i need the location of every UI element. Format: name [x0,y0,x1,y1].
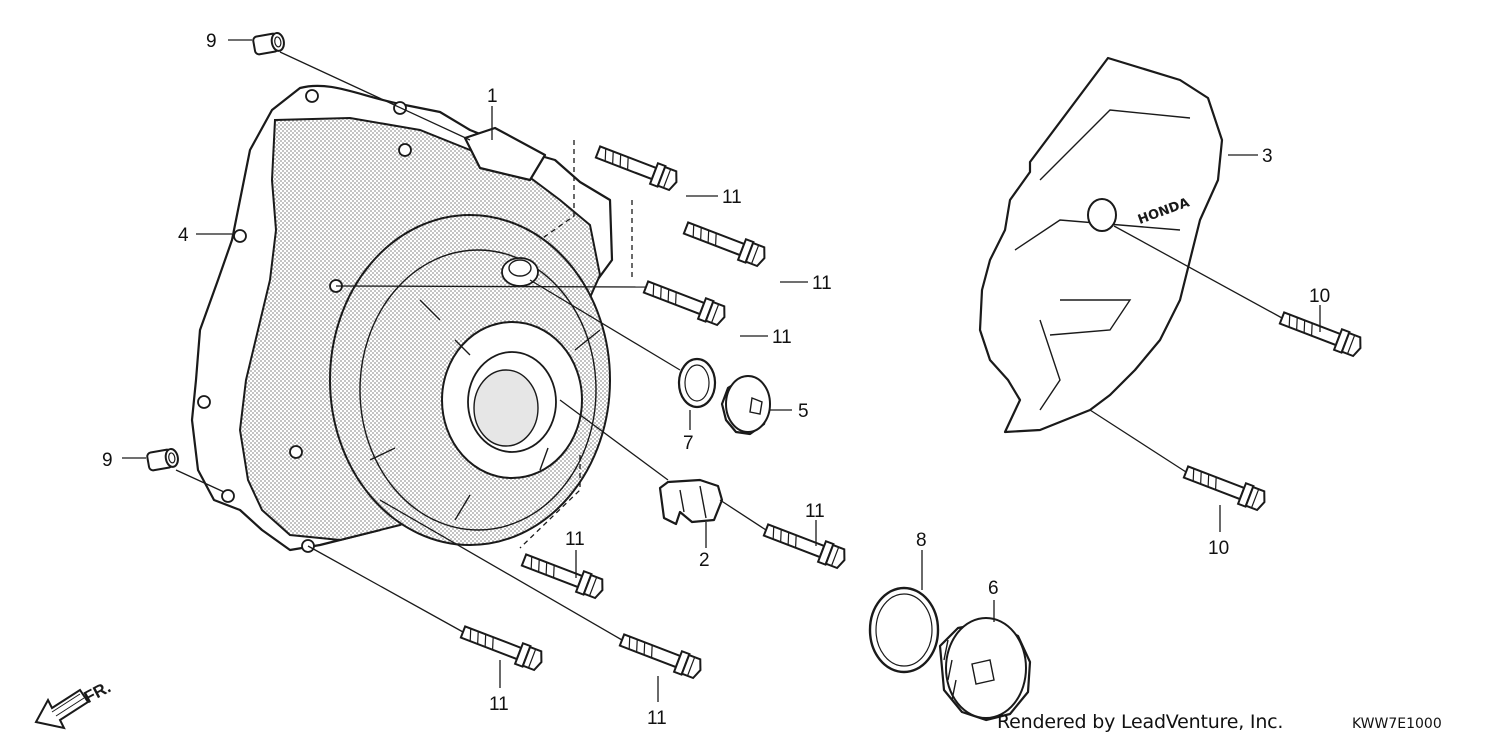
plug-cap-6 [938,617,1032,722]
front-arrow-icon [34,688,90,730]
bolt-11-g [617,628,706,682]
callout-9b: 9 [102,450,113,471]
clamp-2 [658,478,724,526]
callout-4: 4 [178,225,189,246]
bolt-11-e [519,548,608,602]
callout-2: 2 [699,550,710,571]
callout-11g: 11 [647,708,667,729]
callout-5: 5 [798,401,809,422]
bolt-11-b [681,216,770,270]
bolt-11-d [761,518,850,572]
bolt-11-c [641,275,730,329]
bolt-11-a [593,140,682,194]
plug-cap-5 [720,375,771,436]
callout-11b: 11 [812,273,832,294]
callout-1: 1 [487,86,498,107]
callout-3: 3 [1262,146,1273,167]
callout-8: 8 [916,530,927,551]
callout-10b: 10 [1208,538,1229,559]
diagram-code: KWW7E1000 [1352,716,1442,732]
callout-10a: 10 [1309,286,1330,307]
o-ring-7 [677,357,717,409]
callout-6: 6 [988,578,999,599]
sprocket-cover: HONDA [978,56,1224,434]
callout-11d: 11 [805,501,825,522]
front-direction-indicator: FR. [34,677,114,730]
callout-7: 7 [683,433,694,454]
leader-lines [122,39,1321,702]
callout-11a: 11 [722,187,742,208]
render-credit: Rendered by LeadVenture, Inc. [997,711,1284,733]
callout-11f: 11 [489,694,509,715]
callout-11c: 11 [772,327,792,348]
bolt-11-f [458,620,547,674]
callout-labels: 1 2 3 4 5 6 7 8 9 9 10 10 11 11 11 11 11… [102,31,1330,729]
callout-11e: 11 [565,529,585,550]
bolt-10-a [1277,306,1366,360]
callout-9a: 9 [206,31,217,52]
o-ring-8 [868,586,940,674]
dowel-pin-9-b [145,447,181,472]
left-crankcase-cover [190,84,614,553]
bolt-10-b [1181,460,1270,514]
cover-plug [1087,198,1117,232]
